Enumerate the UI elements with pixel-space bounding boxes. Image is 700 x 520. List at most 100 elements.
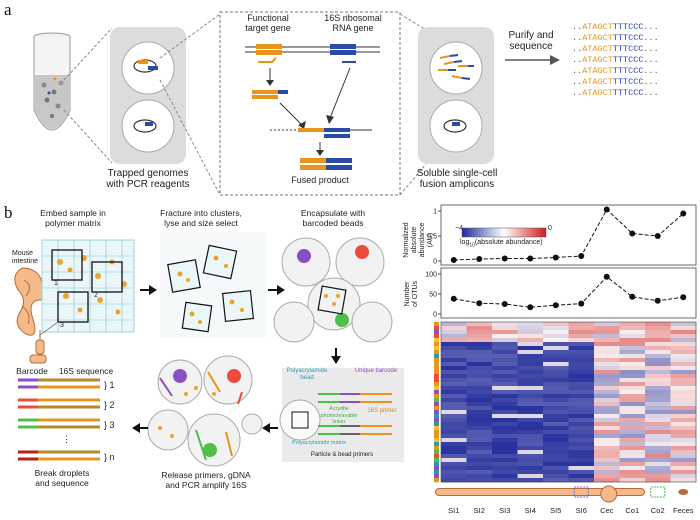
- heatmap-cell: [670, 350, 697, 355]
- heatmap-cell: [492, 438, 518, 443]
- heatmap-cell: [619, 342, 646, 347]
- heatmap-cell: [517, 398, 544, 403]
- heatmap-row-annotation: [434, 474, 439, 479]
- panel-b-drawing: [14, 232, 404, 467]
- heatmap-cell: [645, 478, 671, 483]
- heatmap-cell: [543, 322, 569, 327]
- heatmap-cell: [492, 342, 518, 347]
- heatmap-cell: [441, 370, 467, 375]
- heatmap-row-annotation: [434, 410, 439, 415]
- heatmap-cell: [594, 322, 620, 327]
- step-release-caption: Release primers, gDNA and PCR amplify 16…: [161, 470, 251, 490]
- otu-plot-frame: [440, 267, 697, 319]
- heatmap-cell: [568, 430, 595, 435]
- heatmap-cell: [568, 334, 595, 339]
- heatmap-row-annotation: [434, 382, 439, 387]
- heatmap-cell: [492, 362, 518, 367]
- heatmap-cell: [466, 406, 493, 411]
- heatmap-cell: [594, 474, 620, 479]
- heatmap-cell: [568, 474, 595, 479]
- heatmap-cell: [543, 390, 569, 395]
- heatmap-cell: [466, 418, 493, 423]
- heatmap-cell: [619, 350, 646, 355]
- heatmap-cell: [492, 378, 518, 383]
- test-tube-icon: [33, 32, 71, 131]
- category-label: SI1: [448, 506, 459, 515]
- heatmap-cell: [517, 446, 544, 451]
- heatmap-cell: [568, 434, 595, 439]
- heatmap-cell: [492, 366, 518, 371]
- heatmap-cell: [594, 374, 620, 379]
- abundance-ytick-label: 0.5: [427, 234, 437, 241]
- heatmap-cell: [670, 462, 697, 467]
- heatmap-cell: [543, 446, 569, 451]
- heatmap-cell: [568, 354, 595, 359]
- heatmap-cell: [619, 446, 646, 451]
- heatmap-cell: [466, 462, 493, 467]
- heatmap-cell: [619, 474, 646, 479]
- heatmap-cell: [492, 374, 518, 379]
- heatmap-cell: [441, 374, 467, 379]
- heatmap-cell: [517, 342, 544, 347]
- heatmap-cell: [619, 338, 646, 343]
- heatmap-cell: [594, 402, 620, 407]
- heatmap-cell: [670, 478, 697, 483]
- colorbar-title: log10(absolute abundance): [460, 239, 543, 249]
- heatmap-cell: [441, 378, 467, 383]
- heatmap-cell: [492, 422, 518, 427]
- heatmap-cell: [594, 446, 620, 451]
- heatmap-cell: [466, 374, 493, 379]
- heatmap-cell: [492, 370, 518, 375]
- heatmap-cell: [594, 398, 620, 403]
- heatmap-cell: [517, 386, 544, 391]
- cluster-number-2: 2: [94, 292, 98, 299]
- heatmap-cell: [492, 478, 518, 483]
- category-label: SI6: [576, 506, 587, 515]
- heatmap-frame: [440, 321, 697, 483]
- heatmap-cell: [441, 358, 467, 363]
- abundance-point: [654, 233, 661, 239]
- heatmap-cell: [670, 334, 697, 339]
- heatmap-cell: [645, 350, 671, 355]
- heatmap-cell: [645, 470, 671, 475]
- heatmap-cell: [492, 354, 518, 359]
- heatmap-row-annotation: [434, 358, 439, 363]
- heatmap-cell: [594, 458, 620, 463]
- heatmap-cell: [619, 418, 646, 423]
- heatmap-row-annotation: [434, 346, 439, 351]
- heatmap-cell: [670, 446, 697, 451]
- heatmap-cell: [441, 390, 467, 395]
- heatmap-cell: [517, 326, 544, 331]
- heatmap-cell: [441, 450, 467, 455]
- heatmap-cell: [517, 418, 544, 423]
- heatmap-cell: [568, 370, 595, 375]
- heatmap-cell: [670, 382, 697, 387]
- heatmap-row-annotation: [434, 454, 439, 459]
- heatmap-cell: [517, 382, 544, 387]
- sequence-16s-label: 16S sequence: [58, 366, 114, 376]
- colorbar-min-label: −4: [455, 225, 463, 232]
- heatmap-cell: [441, 354, 467, 359]
- heatmap-cell: [517, 470, 544, 475]
- sequence-read-row: ..ATAGCTTTTCCC...: [572, 22, 659, 32]
- heatmap-cell: [645, 410, 671, 415]
- heatmap-cell: [568, 342, 595, 347]
- heatmap-cell: [492, 454, 518, 459]
- heatmap-cell: [594, 354, 620, 359]
- heatmap-row-annotation: [434, 458, 439, 463]
- heatmap-cell: [670, 438, 697, 443]
- heatmap-cell: [670, 414, 697, 419]
- heatmap-cell: [466, 402, 493, 407]
- heatmap-cell: [441, 438, 467, 443]
- heatmap-cell: [441, 350, 467, 355]
- heatmap-cell: [645, 354, 671, 359]
- heatmap-cell: [466, 426, 493, 431]
- category-label: Cec: [600, 506, 614, 515]
- heatmap-row-annotation: [434, 470, 439, 475]
- heatmap-cell: [594, 382, 620, 387]
- heatmap-cell: [441, 430, 467, 435]
- heatmap-cell: [441, 414, 467, 419]
- heatmap-cell: [568, 378, 595, 383]
- abundance-point: [450, 257, 457, 263]
